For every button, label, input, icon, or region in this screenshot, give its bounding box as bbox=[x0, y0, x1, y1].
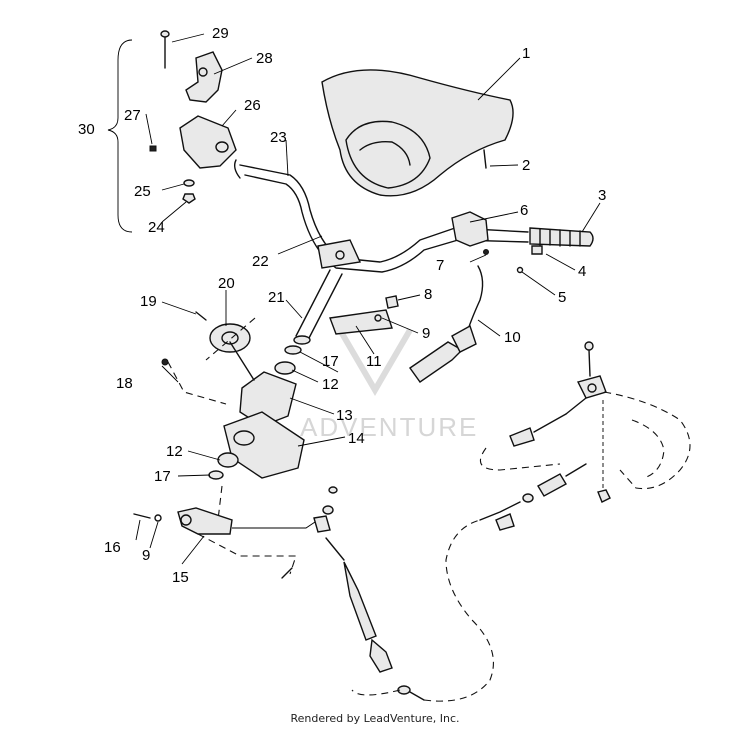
housing-dash bbox=[603, 391, 691, 490]
part-11-bracket bbox=[329, 309, 393, 335]
rod-end bbox=[576, 341, 607, 399]
callout-3: 3 bbox=[598, 187, 606, 204]
cable-dash-loop bbox=[423, 519, 494, 702]
part-17-washer bbox=[284, 345, 302, 355]
arm-dash bbox=[197, 533, 297, 575]
part-16-bolt bbox=[133, 513, 151, 519]
cable-dash-upper bbox=[479, 447, 561, 471]
callout-6: 6 bbox=[520, 202, 528, 219]
callout-18: 18 bbox=[116, 375, 133, 392]
part-8-screw bbox=[385, 295, 399, 309]
part-19-bolt bbox=[195, 311, 207, 321]
callout-13: 13 bbox=[336, 407, 353, 424]
callout-9-lower: 9 bbox=[142, 547, 150, 564]
callout-17-lower: 17 bbox=[154, 468, 171, 485]
part-3-grip bbox=[529, 227, 594, 247]
callout-14: 14 bbox=[348, 430, 365, 447]
callout-5: 5 bbox=[558, 289, 566, 306]
brake-cable bbox=[479, 463, 587, 531]
callout-30: 30 bbox=[78, 121, 95, 138]
render-credit: Rendered by LeadVenture, Inc. bbox=[290, 712, 460, 725]
callout-8: 8 bbox=[424, 286, 432, 303]
callout-7: 7 bbox=[436, 257, 444, 274]
upper-cable bbox=[509, 397, 587, 447]
nut-right bbox=[597, 489, 611, 503]
callout-24: 24 bbox=[148, 219, 165, 236]
part-6-switch bbox=[451, 211, 489, 247]
part-12-bushing bbox=[274, 361, 296, 375]
callout-28: 28 bbox=[256, 50, 273, 67]
part-12-bushing-lower bbox=[217, 452, 239, 468]
group-bracket bbox=[107, 39, 133, 233]
part-20-flange bbox=[209, 323, 251, 353]
callout-26: 26 bbox=[244, 97, 261, 114]
callout-25: 25 bbox=[134, 183, 151, 200]
callout-27: 27 bbox=[124, 107, 141, 124]
part-15-arm bbox=[177, 507, 233, 535]
part-25-washer bbox=[183, 179, 195, 187]
part-14-base bbox=[223, 411, 305, 479]
callout-16: 16 bbox=[104, 539, 121, 556]
callout-2: 2 bbox=[522, 157, 530, 174]
callout-17: 17 bbox=[322, 353, 339, 370]
part-10-tether bbox=[409, 265, 484, 383]
part-2-screw bbox=[483, 149, 487, 169]
leader-lines bbox=[135, 33, 601, 565]
callout-1: 1 bbox=[522, 45, 530, 62]
cable-dash-lower bbox=[351, 689, 401, 696]
callout-22: 22 bbox=[252, 253, 269, 270]
part-21-steering-post bbox=[293, 269, 343, 345]
watermark-logo bbox=[337, 328, 413, 396]
part-1-pad bbox=[321, 69, 514, 197]
part-5-screw bbox=[516, 266, 524, 274]
callout-12: 12 bbox=[322, 376, 339, 393]
part-18-nut bbox=[161, 358, 169, 366]
part-13-support bbox=[229, 341, 297, 427]
callout-12-lower: 12 bbox=[166, 443, 183, 460]
part-26-housing bbox=[179, 115, 237, 169]
callout-labels: 1 2 3 4 5 6 7 8 9 9 10 11 12 12 13 14 15… bbox=[78, 25, 606, 586]
callout-11: 11 bbox=[366, 353, 382, 370]
watermark: ADVENTURE bbox=[300, 328, 478, 442]
housing-dash-inner bbox=[631, 419, 665, 479]
arm-link bbox=[232, 519, 319, 529]
arm-bolt bbox=[281, 567, 293, 579]
part-27-screw bbox=[149, 145, 157, 152]
callout-15: 15 bbox=[172, 569, 189, 586]
watermark-text: ADVENTURE bbox=[300, 412, 478, 442]
assembly-lines bbox=[167, 317, 256, 521]
part-9-washer bbox=[154, 514, 162, 522]
part-4-plug bbox=[531, 245, 543, 255]
part-22-clamp bbox=[317, 239, 362, 269]
callout-19: 19 bbox=[140, 293, 157, 310]
part-7-screw bbox=[483, 249, 489, 255]
part-17-washer-lower bbox=[208, 470, 224, 480]
callout-10: 10 bbox=[504, 329, 521, 346]
throttle-cable bbox=[313, 486, 425, 701]
part-28-bracket bbox=[185, 51, 223, 103]
callout-29: 29 bbox=[212, 25, 229, 42]
callout-4: 4 bbox=[578, 263, 586, 280]
callout-9: 9 bbox=[422, 325, 430, 342]
callout-20: 20 bbox=[218, 275, 235, 292]
part-24-nut bbox=[182, 193, 196, 204]
callout-21: 21 bbox=[268, 289, 285, 306]
part-29-pin bbox=[160, 30, 170, 69]
callout-23: 23 bbox=[270, 129, 287, 146]
